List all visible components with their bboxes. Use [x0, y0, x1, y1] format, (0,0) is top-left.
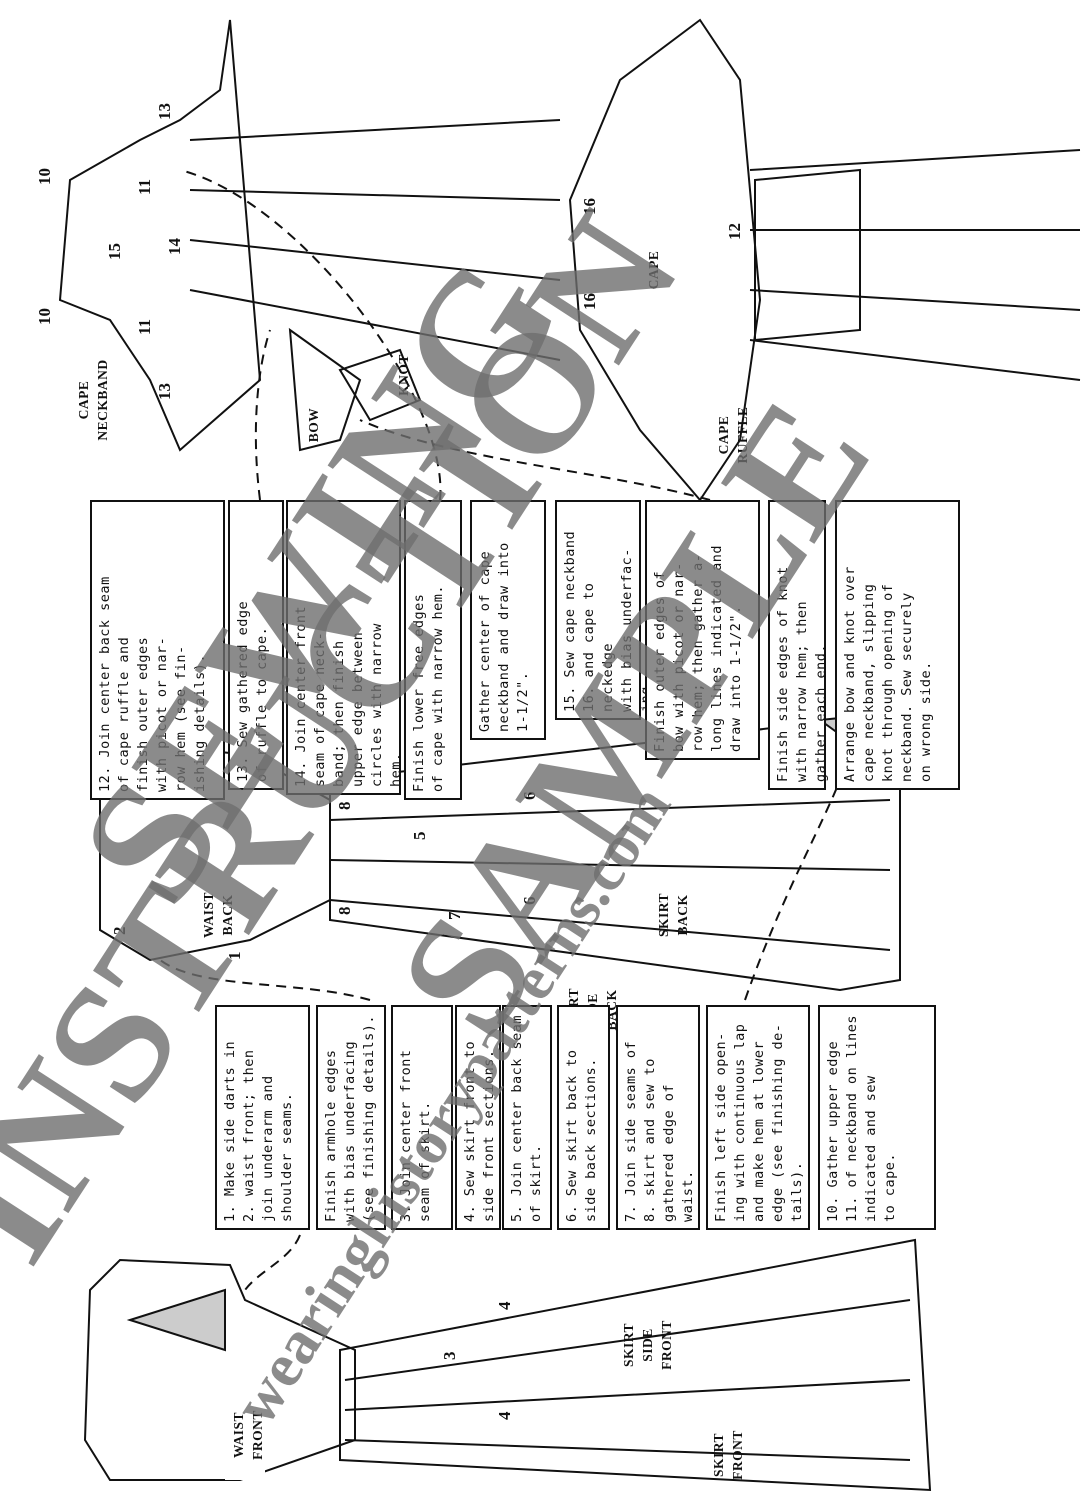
- step-box-10-11: 10. Gather upper edge 11. of neckband on…: [818, 1005, 936, 1230]
- svg-text:11: 11: [135, 179, 154, 195]
- step-box-7-8: 7. Join side seams of 8. skirt and sew t…: [616, 1005, 700, 1230]
- label-skirt-back: SKIRT BACK: [656, 892, 690, 938]
- svg-text:1: 1: [225, 952, 244, 961]
- waist-front-diagram: [83, 1238, 932, 1492]
- svg-text:7: 7: [445, 911, 464, 920]
- svg-text:6: 6: [520, 792, 539, 801]
- svg-text:5: 5: [410, 832, 429, 841]
- svg-text:8: 8: [335, 907, 354, 916]
- svg-text:8: 8: [335, 802, 354, 811]
- step-numbers: 4 4 3 1 2 2 1 8 8 5 6 6 7 7 10 10 11 11 …: [35, 103, 744, 1420]
- svg-text:16: 16: [580, 198, 599, 215]
- svg-text:10: 10: [35, 308, 54, 325]
- svg-text:4: 4: [495, 1411, 514, 1420]
- svg-text:3: 3: [440, 1352, 459, 1361]
- svg-text:11: 11: [135, 319, 154, 335]
- svg-text:13: 13: [155, 103, 174, 120]
- svg-text:16: 16: [580, 293, 599, 310]
- svg-text:4: 4: [495, 1301, 514, 1310]
- cape-front-diagram: [58, 19, 561, 452]
- label-skirt-front: SKIRT FRONT: [711, 1430, 745, 1480]
- step-box-6: 6. Sew skirt back to side back sections.: [557, 1005, 610, 1230]
- svg-text:12: 12: [725, 223, 744, 240]
- cape-back-diagram: [568, 18, 1081, 502]
- svg-text:6: 6: [520, 897, 539, 906]
- label-skirt-side-front: SKIRT SIDE FRONT: [621, 1320, 674, 1370]
- label-cape-neckband: CAPE NECKBAND: [76, 359, 110, 441]
- svg-text:14: 14: [165, 238, 184, 256]
- svg-text:10: 10: [35, 168, 54, 185]
- dashed-guide-lines: [159, 169, 841, 1291]
- svg-text:15: 15: [105, 243, 124, 260]
- svg-text:13: 13: [155, 383, 174, 400]
- step-box-side-opening: Finish left side open- ing with continuo…: [706, 1005, 810, 1230]
- svg-text:2: 2: [110, 927, 129, 936]
